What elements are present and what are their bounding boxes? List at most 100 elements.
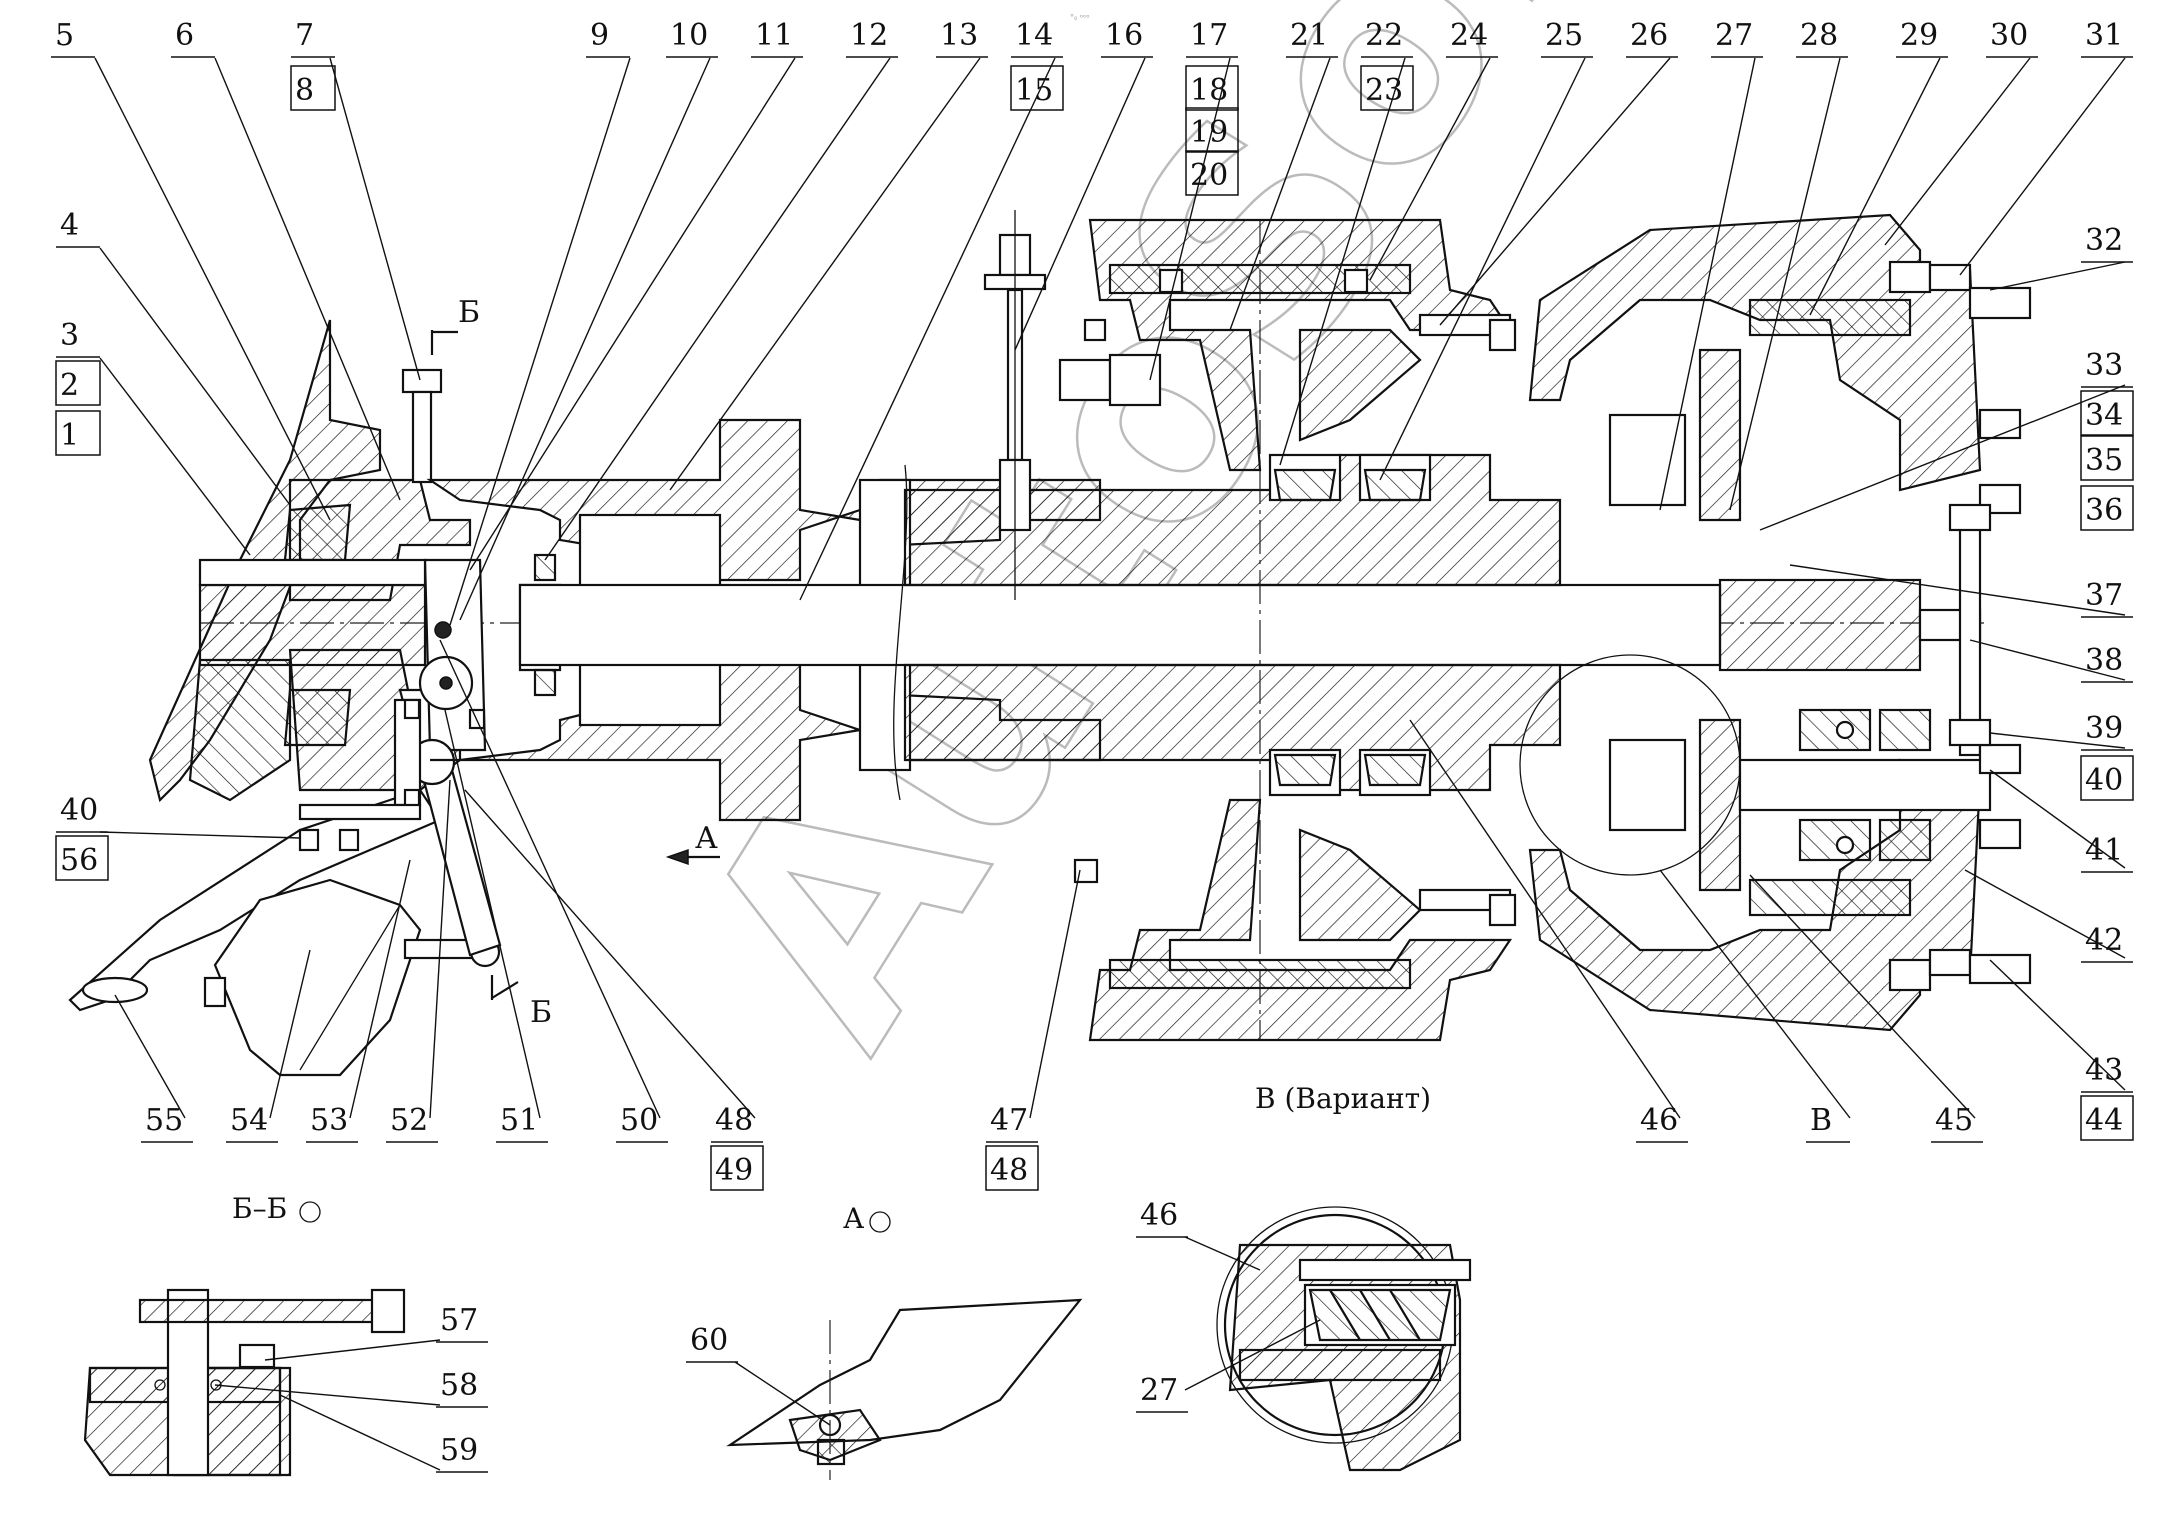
callout-number: 11 [755, 18, 793, 53]
callout-number: 27 [1140, 1373, 1178, 1408]
callout-c28: 28 [1729, 18, 1848, 511]
callout-number: 30 [1990, 18, 2028, 53]
callout-c35: 35 [2080, 435, 2134, 481]
callout-number: В [1810, 1103, 1832, 1138]
callout-number: 57 [440, 1303, 478, 1338]
callout-number: 19 [1190, 115, 1228, 150]
callout-c54: 54 [226, 949, 311, 1143]
callout-c6: 6 [171, 18, 401, 501]
callout-c16: 16 [1014, 18, 1153, 351]
callout-c15: 15 [1010, 65, 1064, 111]
callout-c47: 47 [986, 869, 1081, 1143]
leader-line [439, 639, 661, 1119]
callout-number: 32 [2085, 223, 2123, 258]
leader-line [349, 859, 411, 1119]
callout-number: 33 [2085, 348, 2123, 383]
callout-c12: 12 [544, 18, 898, 561]
callout-c48a: 48 [464, 789, 763, 1143]
svg-text:А: А [843, 1202, 864, 1235]
callout-c1: 1 [55, 410, 101, 456]
callout-number: 7 [295, 18, 314, 53]
callout-number: 23 [1365, 73, 1403, 108]
callout-c4: 4 [56, 208, 291, 506]
svg-text:А: А [695, 821, 718, 856]
callout-number: 13 [940, 18, 978, 53]
leader-line [99, 247, 291, 506]
callout-number: 15 [1015, 73, 1053, 108]
callout-c46d: 46 [1136, 1198, 1261, 1271]
callout-number: 48 [715, 1103, 753, 1138]
callout-number: 14 [1015, 18, 1053, 53]
callout-number: 46 [1140, 1198, 1178, 1233]
callout-box [55, 360, 101, 406]
callout-c14: 14 [799, 18, 1063, 601]
callout-c53: 53 [306, 859, 411, 1143]
leader-line [1989, 769, 2126, 869]
callout-box [2080, 435, 2134, 481]
callout-number: 31 [2085, 18, 2123, 53]
callout-number: 40 [60, 793, 98, 828]
callout-box [1185, 107, 1239, 153]
leader-line [1379, 57, 1586, 481]
leader-line [799, 57, 1056, 601]
callout-number: 35 [2085, 443, 2123, 478]
callout-c8: 8 [290, 65, 336, 111]
callout-number: 44 [2085, 1103, 2123, 1138]
callout-number: 60 [690, 1323, 728, 1358]
callout-c36: 36 [2080, 485, 2134, 531]
leader-line [1789, 564, 2126, 616]
callout-box [2080, 485, 2134, 531]
leader-line [1809, 57, 1941, 316]
callout-c27d: 27 [1136, 1319, 1321, 1413]
callout-c31: 31 [1959, 18, 2133, 276]
svg-text:В (Вариант): В (Вариант) [1255, 1082, 1431, 1115]
callout-number: 1 [60, 418, 79, 453]
callout-c9: 9 [449, 18, 631, 626]
main-assembly [68, 210, 2032, 1077]
callout-c11: 11 [469, 18, 803, 571]
callout-box [1185, 150, 1239, 196]
leader-line [1184, 1319, 1321, 1391]
tapered-bearing-upper [1268, 453, 1432, 502]
leader-line [669, 57, 981, 491]
leader-line [1029, 869, 1081, 1119]
callout-number: 9 [590, 18, 609, 53]
callout-c55: 55 [114, 994, 193, 1143]
callout-c57: 57 [264, 1303, 488, 1361]
callout-box [2080, 1095, 2134, 1141]
leader-line [1969, 639, 2126, 681]
callout-c13: 13 [669, 18, 988, 491]
leader-line [449, 57, 631, 626]
section-mark-b-bottom: Б [490, 975, 552, 1030]
callout-box [290, 65, 336, 111]
leader-line [94, 57, 331, 521]
callout-number: 46 [1640, 1103, 1678, 1138]
callout-c50: 50 [439, 639, 668, 1143]
callout-c41: 41 [1989, 769, 2133, 873]
leader-line [1409, 719, 1681, 1119]
callout-number: 27 [1715, 18, 1753, 53]
callout-number: 5 [55, 18, 74, 53]
callout-box [1185, 65, 1239, 111]
callout-number: 20 [1190, 158, 1228, 193]
leader-line [1989, 959, 2126, 1091]
leader-line [264, 1339, 441, 1361]
leader-line [99, 357, 251, 556]
leader-line [1989, 261, 2126, 291]
leader-line [1184, 1236, 1261, 1271]
callout-number: 55 [145, 1103, 183, 1138]
callout-c10: 10 [459, 18, 718, 621]
callout-c3: 3 [56, 318, 251, 556]
callout-number: 29 [1900, 18, 1938, 53]
callout-c5: 5 [51, 18, 331, 521]
callout-box [1010, 65, 1064, 111]
leader-line [279, 1394, 441, 1471]
callout-box [2080, 755, 2134, 801]
svg-text:Б: Б [458, 295, 480, 330]
callout-box [1360, 65, 1414, 111]
leader-line [464, 789, 756, 1119]
leader-line [214, 57, 401, 501]
leader-line [1989, 732, 2126, 749]
leader-line [459, 57, 711, 621]
callout-c7: 7 [291, 18, 421, 381]
